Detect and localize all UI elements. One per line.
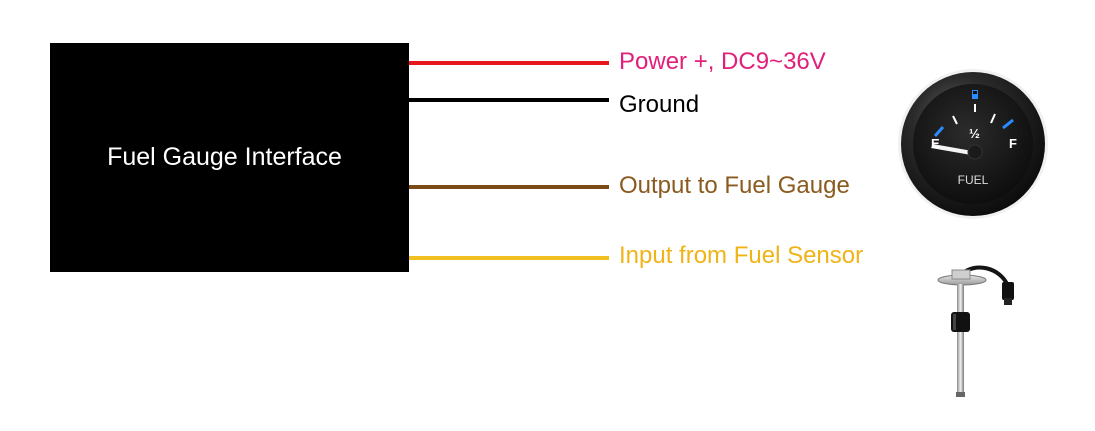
interface-box: Fuel Gauge Interface <box>50 43 409 272</box>
power-wire-label: Power +, DC9~36V <box>619 48 826 75</box>
gauge-empty-mark: E <box>931 136 940 151</box>
gauge-full-mark: F <box>1009 136 1017 151</box>
power-wire <box>409 61 609 65</box>
ground-wire-label: Ground <box>619 91 700 118</box>
fuel-gauge-icon: E ½ F FUEL <box>898 69 1048 219</box>
interface-box-label: Fuel Gauge Interface <box>107 143 342 171</box>
input-wire <box>409 256 609 260</box>
input-wire-label: Input from Fuel Sensor <box>619 242 864 269</box>
ground-wire <box>409 98 609 102</box>
gauge-half-mark: ½ <box>969 126 980 141</box>
output-wire-label: Output to Fuel Gauge <box>619 172 850 199</box>
fuel-level-sensor-icon <box>937 265 1014 397</box>
gauge-name: FUEL <box>958 173 989 187</box>
output-wire <box>409 185 609 189</box>
fuel-pump-icon <box>972 90 978 99</box>
